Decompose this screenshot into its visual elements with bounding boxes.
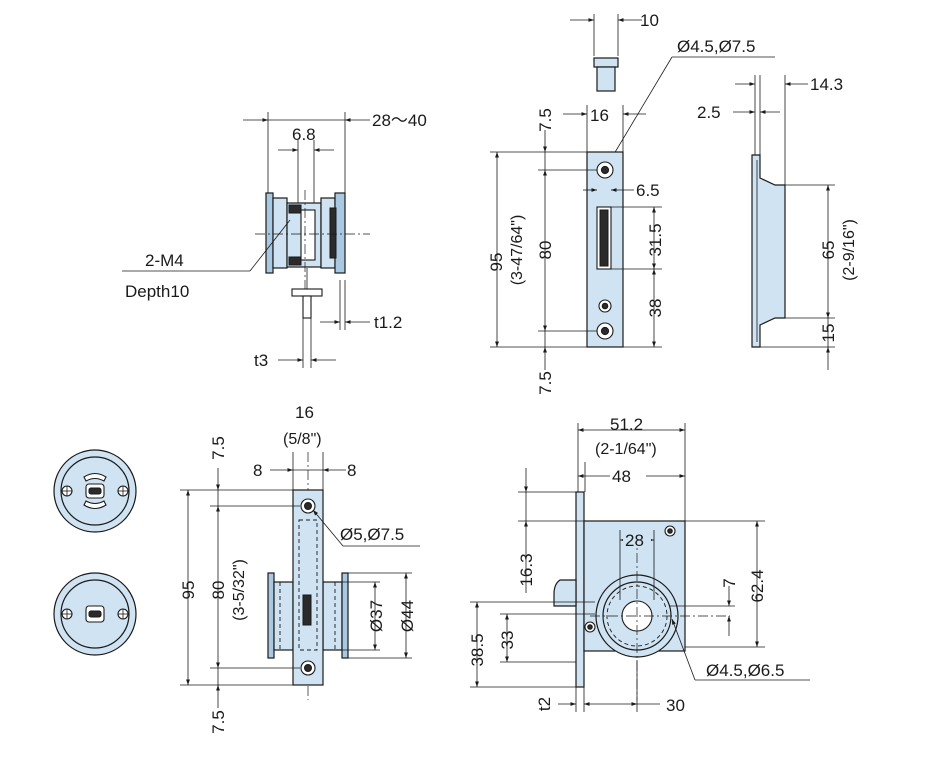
dim-slot-height-label: 31.5 <box>646 223 665 256</box>
dim-height-label: 95 <box>179 581 198 600</box>
dim-holes-label: Ø4.5,Ø6.5 <box>706 661 784 680</box>
faceplate-view: 16 (5/8") 8 8 Ø5,Ø7.5 95 <box>179 403 420 734</box>
dim-top-margin-label: 7.5 <box>209 436 228 460</box>
dim-hub-pitch-label: 28 <box>625 531 644 550</box>
dim-height-inch-label: (3-47/64") <box>509 215 526 286</box>
dim-latch-height-label: 16.3 <box>517 553 536 586</box>
dim-pitch-inch-label: (3-5/32") <box>231 559 248 621</box>
dim-center-label: 30 <box>666 696 685 715</box>
dim-height-label: 95 <box>487 253 506 272</box>
dim-range-label: 28～40 <box>372 111 427 130</box>
dim-thickness-label: t3 <box>254 351 268 370</box>
lock-body-view: 51.2 (2-1/64") 48 28 <box>468 415 810 715</box>
dim-slot-bottom-label: 38 <box>646 299 665 318</box>
dim-case-height-label: 62.4 <box>748 569 767 602</box>
dim-bottom-label: 15 <box>819 324 838 343</box>
dim-half-right-label: 8 <box>347 461 356 480</box>
dim-flange-label: 2.5 <box>697 103 721 122</box>
dim-pitch-label: 80 <box>209 581 228 600</box>
dim-bottom-margin-label: 7.5 <box>209 710 228 734</box>
dim-holes-label: Ø4.5,Ø7.5 <box>677 37 755 56</box>
dim-height-inch-label: (2-9/16") <box>841 219 858 281</box>
dim-top-margin-label: 7.5 <box>536 108 555 132</box>
rose-top <box>53 449 137 533</box>
rose-bottom <box>53 572 137 656</box>
dim-width-label: 6.8 <box>292 125 316 144</box>
dim-height-label: 65 <box>819 241 838 260</box>
dim-plate-label: t2 <box>535 697 554 711</box>
dim-lower-b-label: 33 <box>498 631 517 650</box>
dim-case-width-inch-label: (2-1/64") <box>595 441 657 458</box>
side-view: 28～40 6.8 2-M4 Depth10 <box>122 111 427 370</box>
rose-left <box>265 192 274 274</box>
dim-plate-label: t1.2 <box>374 313 402 332</box>
dim-backset-label: 48 <box>612 467 631 486</box>
dim-width-label: 16 <box>590 106 609 125</box>
dim-depth-label: 14.3 <box>810 75 843 94</box>
thread-depth: Depth10 <box>125 282 189 301</box>
strike-front-view: 10 Ø4.5,Ø7.5 16 95 (3-47/64") 80 <box>487 11 775 395</box>
dim-lower-a-label: 38.5 <box>468 633 487 666</box>
dim-hub-offset-label: 7 <box>720 578 739 587</box>
faceplate <box>292 489 324 686</box>
dim-pitch-label: 80 <box>536 241 555 260</box>
dim-rose-outer-label: Ø44 <box>398 600 417 632</box>
dim-case-width-label: 51.2 <box>610 415 643 434</box>
strike-side-view: 14.3 2.5 65 (2-9/16") 15 <box>697 75 858 370</box>
dim-width-label: 16 <box>295 403 314 422</box>
dim-width-inch-label: (5/8") <box>283 431 322 448</box>
dim-holes-label: Ø5,Ø7.5 <box>340 525 404 544</box>
dim-bottom-margin-label: 7.5 <box>536 371 555 395</box>
dim-half-left-label: 8 <box>253 461 262 480</box>
dim-rose-inner-label: Ø37 <box>367 600 386 632</box>
thread-callout: 2-M4 <box>145 251 184 270</box>
dim-slot-width-label: 6.5 <box>636 181 660 200</box>
dim-pin-label: 10 <box>640 11 659 30</box>
